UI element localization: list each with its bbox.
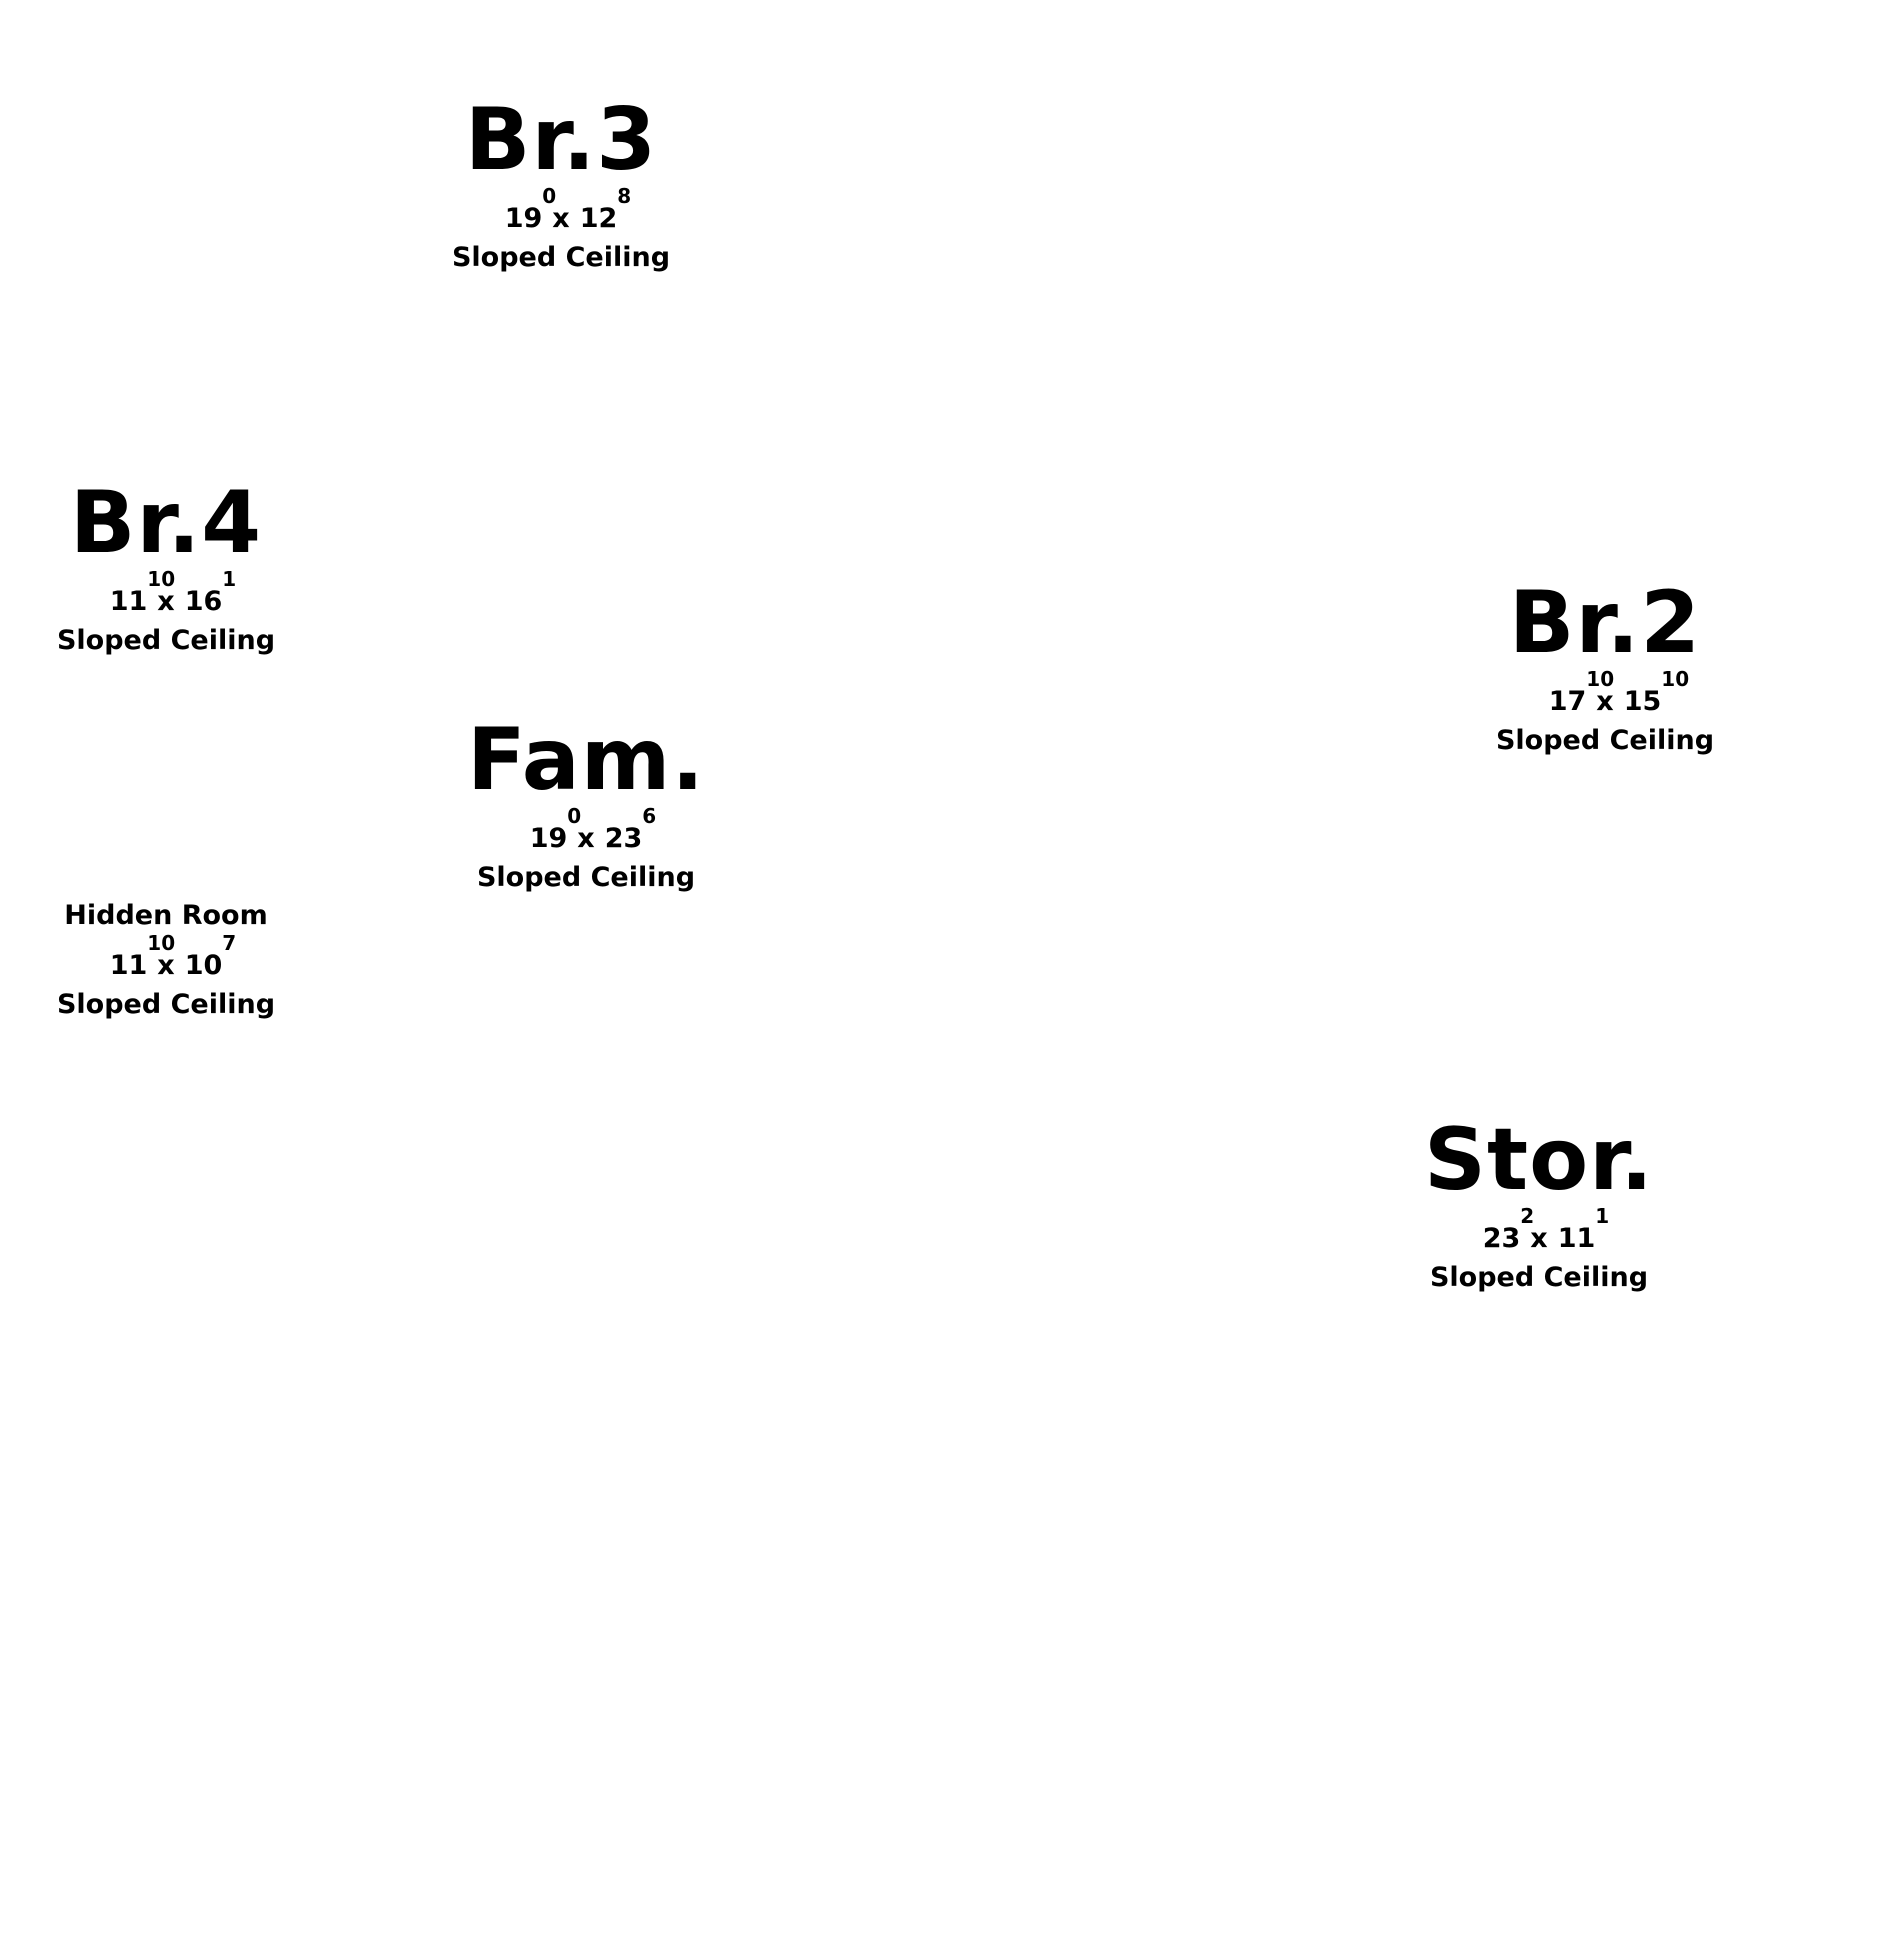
dimension-separator: x [552,203,570,234]
dimension-a: 11 [109,586,148,617]
dimension-a: 19 [529,823,568,854]
dimension-b: 11 [1557,1223,1596,1254]
dimension-a: 11 [109,950,148,982]
dimension-separator: x [157,586,175,617]
ceiling-note: Sloped Ceiling [56,625,276,656]
ceiling-note: Sloped Ceiling [1429,1262,1649,1293]
dimension-a: 17 [1548,686,1587,717]
dimension-b: 23 [604,823,643,854]
dimension-a: 19 [504,203,543,234]
dimension-b: 16 [184,586,223,617]
dimension-b: 15 [1623,686,1662,717]
dimension-separator: x [1530,1223,1548,1254]
dimension-b: 10 [184,950,223,982]
dimension-separator: x [577,823,595,854]
room-name: Br.3 [464,90,658,190]
dimension-a: 23 [1482,1223,1521,1254]
room-name: Br.4 [69,473,263,573]
room-name: Stor. [1424,1110,1654,1210]
dimension-separator: x [157,950,175,982]
room-name: Fam. [466,710,706,810]
room-name: Br.2 [1508,573,1702,673]
ceiling-note: Sloped Ceiling [1495,725,1715,756]
room-name: Hidden Room [64,900,268,931]
ceiling-note: Sloped Ceiling [451,242,671,273]
ceiling-note: Sloped Ceiling [56,989,276,1021]
ceiling-note: Sloped Ceiling [476,862,696,893]
dimension-b: 12 [579,203,618,234]
dimension-separator: x [1596,686,1614,717]
